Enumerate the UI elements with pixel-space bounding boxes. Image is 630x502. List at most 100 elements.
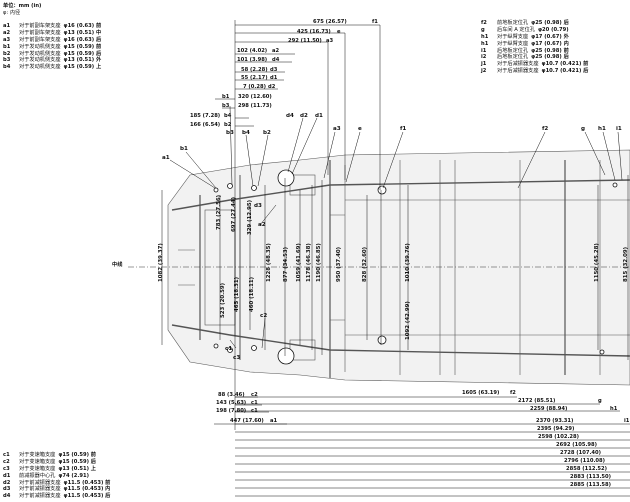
pt-g: g bbox=[581, 126, 586, 132]
vdim-828: 828 (32.60) bbox=[362, 246, 368, 282]
vdim-783: 783 (27.56) bbox=[216, 194, 222, 230]
legend-desc: 对于纵臂支座 bbox=[497, 33, 529, 40]
pt-a1: a1 bbox=[162, 155, 170, 161]
dim-166: 166 (6.54) bbox=[190, 122, 221, 128]
legend-code: d4 bbox=[3, 493, 11, 500]
legend-value: φ25 (0.98) 后 bbox=[531, 54, 569, 61]
legend-code: f2 bbox=[481, 20, 487, 26]
legend-value: φ17 (0.67) 内 bbox=[531, 40, 569, 47]
centerline-label: 中线 bbox=[112, 262, 123, 268]
legend-desc: 对于变速箱支座 bbox=[19, 452, 56, 458]
legend-code: c2 bbox=[3, 458, 10, 465]
dim-143: 143 (5.63) bbox=[216, 400, 247, 406]
legend-value: φ10.7 (0.421) 前 bbox=[541, 61, 589, 68]
dim-298: 298 (11.73) bbox=[238, 103, 272, 109]
dim-2858: 2858 (112.52) bbox=[566, 466, 608, 472]
legend-value: φ15 (0.59) 前 bbox=[58, 452, 96, 458]
dim-ref: g bbox=[598, 398, 602, 404]
legend-value: φ16 (0.63) 后 bbox=[63, 36, 102, 43]
right-rail bbox=[171, 324, 630, 357]
unit-label: 单位：mm (in) bbox=[3, 3, 42, 9]
dim-88: 88 (3.46) bbox=[218, 392, 245, 398]
legend-code: h1 bbox=[481, 40, 489, 47]
pt-f1: f1 bbox=[400, 126, 407, 132]
dim-ref: c2 bbox=[251, 392, 258, 398]
legend-code: b3 bbox=[3, 57, 11, 64]
legend-code: d3 bbox=[3, 486, 11, 493]
vdim-877: 877 (34.53) bbox=[283, 246, 289, 282]
legend-value: φ11.5 (0.453) 前 bbox=[63, 479, 111, 486]
pt-a3: a3 bbox=[333, 126, 341, 132]
pt-b3: b3 bbox=[226, 130, 234, 136]
dim-320: 320 (12.60) bbox=[238, 94, 272, 100]
vdim-1228: 1228 (48.35) bbox=[266, 243, 272, 282]
legend-desc: 对于前减振器支座 bbox=[19, 486, 61, 493]
dim-2796: 2796 (110.08) bbox=[564, 458, 606, 464]
legend-code: d2 bbox=[3, 479, 11, 486]
legend-value: φ13 (0.51) 外 bbox=[63, 57, 102, 64]
dim-2885: 2885 (113.58) bbox=[570, 482, 612, 488]
vdim-1190: 1190 (46.85) bbox=[316, 243, 322, 282]
legend-desc: 对于纵臂支座 bbox=[497, 40, 529, 47]
legend-desc: 对于前副车架支座 bbox=[19, 23, 61, 29]
dim-ref: d1 bbox=[270, 75, 278, 81]
legend-desc: 对于变速箱支座 bbox=[19, 465, 56, 472]
legend-desc: 后地板定位孔 bbox=[497, 54, 529, 61]
legend-code: g bbox=[481, 26, 485, 33]
legend-desc: 后地板定位孔 bbox=[497, 47, 529, 54]
legend-desc: 对于前副车架支座 bbox=[19, 29, 61, 36]
body-outline bbox=[167, 149, 630, 386]
legend-code: a2 bbox=[3, 29, 11, 36]
legend-desc: 对于前副车架支座 bbox=[19, 36, 61, 43]
legend-desc: 对于发动机侧支座 bbox=[19, 64, 61, 71]
dim-ref: i1 bbox=[624, 418, 630, 424]
legend-desc: 后车间 A 定位孔 bbox=[497, 26, 535, 33]
legend-value: φ15 (0.59) 后 bbox=[58, 458, 96, 465]
dim-55: 55 (2.17) bbox=[241, 75, 268, 81]
dim-ref: d3 bbox=[270, 67, 278, 73]
legend-code: d1 bbox=[3, 472, 11, 479]
legend-value: φ25 (0.98) 前 bbox=[531, 47, 569, 54]
legend-code: i1 bbox=[481, 47, 487, 54]
dim-ref: c1 bbox=[251, 400, 258, 406]
pt-a2: a2 bbox=[258, 222, 266, 228]
legend-value: φ10.7 (0.421) 后 bbox=[541, 68, 589, 75]
vdim-1178: 1178 (46.38) bbox=[306, 243, 312, 282]
vdim-1092: 1092 (42.99) bbox=[405, 301, 411, 340]
legend-value: φ15 (0.59) 后 bbox=[63, 50, 102, 57]
pt-e: e bbox=[358, 126, 362, 132]
dim-ref: h1 bbox=[610, 406, 618, 412]
pt-d4: d4 bbox=[286, 113, 294, 119]
legend-code: c1 bbox=[3, 452, 10, 458]
legend-desc: 对于变速箱支座 bbox=[19, 458, 56, 465]
pt-c1: c1 bbox=[225, 346, 233, 352]
dim-ref: b2 bbox=[224, 122, 232, 128]
dim-58: 58 (2.28) bbox=[241, 67, 268, 73]
legend-code: c3 bbox=[3, 465, 10, 472]
legend-desc: 对于发动机侧支座 bbox=[19, 57, 61, 64]
legend-value: φ13 (0.51) 上 bbox=[58, 465, 96, 472]
pt-b4: b4 bbox=[242, 130, 250, 136]
legend-desc: 前减振器中心孔 bbox=[19, 472, 56, 479]
legend-code: j2 bbox=[481, 68, 487, 75]
dim-ref: a3 bbox=[326, 38, 334, 44]
legend-value: φ17 (0.67) 外 bbox=[531, 33, 569, 40]
dim-7: 7 (0.28) bbox=[243, 84, 266, 90]
